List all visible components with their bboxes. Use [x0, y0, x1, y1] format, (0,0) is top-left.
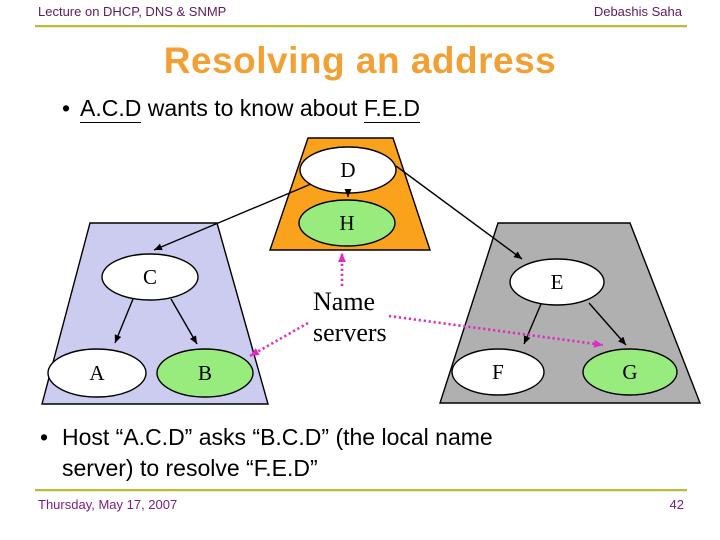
node-label-d: D — [340, 158, 355, 182]
arrow-d-to-e — [395, 165, 523, 260]
bullet-1-text: A.C.D wants to know about F.E.D — [80, 94, 421, 123]
bullet-item-2: • Host “A.C.D” asks “B.C.D” (the local n… — [40, 422, 493, 484]
arrow-c-to-a — [114, 298, 134, 344]
target-host-name: F.E.D — [363, 95, 421, 123]
node-ellipse-c — [101, 253, 199, 301]
node-ellipse-h — [298, 199, 396, 247]
name-servers-label-line2: servers — [313, 318, 387, 347]
node-label-g: G — [622, 360, 637, 384]
bullet-2-line2: server) to resolve “F.E.D” — [62, 455, 318, 481]
node-label-h: H — [339, 211, 354, 235]
name-servers-arrow-to-g — [388, 314, 604, 348]
bullet-marker: • — [62, 95, 71, 121]
arrow-c-to-b — [170, 298, 198, 345]
slide-title: Resolving an address — [163, 40, 557, 81]
header-course-text: Lecture on DHCP, DNS & SNMP — [38, 4, 227, 19]
node-label-f: F — [492, 360, 504, 384]
node-ellipse-g — [582, 348, 678, 396]
node-ellipse-a — [47, 348, 147, 398]
name-servers-label-line1: Name — [313, 287, 376, 316]
bullet-marker: • — [40, 424, 49, 450]
name-servers-label: Name servers — [313, 286, 387, 348]
footer-date: Thursday, May 17, 2007 — [38, 497, 178, 512]
node-label-b: B — [198, 361, 212, 385]
arrow-e-to-f — [523, 303, 542, 345]
node-label-c: C — [143, 265, 157, 289]
arrow-d-to-c — [153, 183, 312, 251]
node-ellipse-b — [156, 348, 254, 398]
node-ellipse-f — [451, 348, 545, 396]
footer-page-number: 42 — [669, 497, 684, 512]
source-host-name: A.C.D — [80, 95, 142, 123]
node-label-a: A — [89, 361, 105, 385]
bullet-item-1: • A.C.D wants to know about F.E.D — [62, 94, 421, 123]
header-author-text: Debashis Saha — [593, 4, 682, 19]
node-label-e: E — [551, 270, 564, 294]
footer-rule — [35, 489, 687, 492]
node-ellipse-e — [509, 258, 605, 306]
bullet-2-text: Host “A.C.D” asks “B.C.D” (the local nam… — [62, 422, 493, 484]
bullet-1-middle-text: wants to know about — [141, 95, 364, 121]
header-rule — [35, 25, 687, 28]
bullet-2-line1: Host “A.C.D” asks “B.C.D” (the local nam… — [62, 424, 493, 450]
arrow-e-to-g — [588, 302, 627, 346]
name-servers-arrow-to-b — [249, 321, 309, 358]
